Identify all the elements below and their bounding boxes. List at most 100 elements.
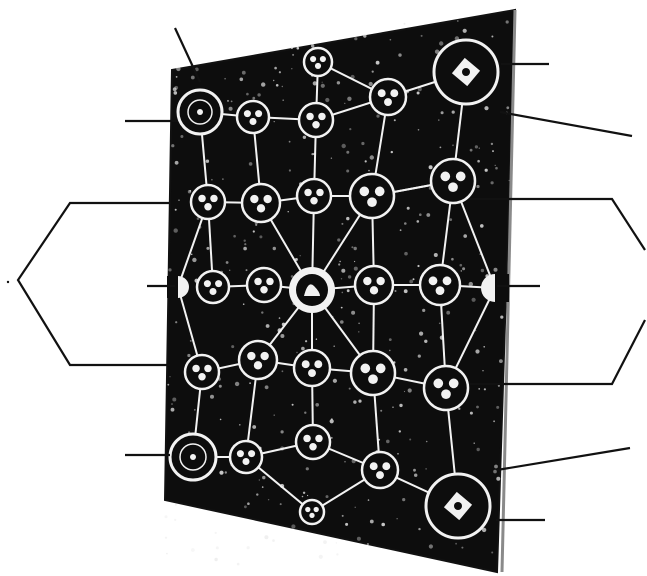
node-pip [198,195,205,202]
leader-line [500,112,632,136]
node-pip [314,507,319,512]
node-pip [382,462,390,470]
node-pip [363,277,371,285]
node-pip [318,113,325,120]
speckle [279,317,281,319]
node-tl [178,90,222,134]
node-pip [309,513,314,518]
speckle [355,507,356,508]
speckle [491,181,494,184]
node-pip [310,197,317,204]
node-a1 [237,101,269,133]
speckle [495,165,496,166]
speckle [358,400,361,403]
speckle [262,486,264,488]
node-b5 [431,159,475,203]
node-b4 [350,174,394,218]
speckle [494,465,498,469]
speckle [477,160,480,163]
speckle [191,76,195,80]
node-ring [297,179,331,213]
speckle [463,29,467,33]
node-e3 [362,452,398,488]
speckle [175,209,177,211]
speckle [434,253,438,257]
speckle [461,547,463,549]
speckle [457,20,459,22]
speckle [243,247,247,251]
speckle [192,258,196,262]
speckle [292,404,294,406]
node-ring [362,452,398,488]
node-pip [204,280,211,287]
speckle [479,148,480,149]
speckle [297,47,300,50]
speckle [380,410,382,412]
speckle [220,419,222,421]
node-dot [197,109,203,115]
node-ring [431,159,475,203]
speckle [321,84,325,88]
speckle [279,71,281,73]
speckle [323,540,327,544]
left-bracket [18,203,170,365]
speckle [414,474,417,477]
node-pip [360,364,370,374]
node-b1 [191,185,225,219]
node-pip [390,89,398,97]
node-pip [304,189,311,196]
node-pip [244,110,251,117]
speckle [291,47,293,49]
speckle [481,269,484,272]
speckle [265,385,269,389]
node-pip [237,450,244,457]
node-ring [294,350,330,386]
speckle [418,355,421,358]
node-ring [185,355,219,389]
speckle [282,370,284,372]
speckle [493,470,497,474]
node-pip [376,471,384,479]
node-pip [429,276,438,285]
speckle [470,412,473,415]
node-pip [308,369,316,377]
speckle [340,320,344,324]
speckle [346,217,349,220]
speckle [392,407,393,408]
speckle [417,220,420,223]
node-c1 [197,271,229,303]
speckle [386,440,390,444]
speckle [219,471,223,475]
node-pip [210,195,217,202]
node-pip [315,435,322,442]
node-pip [209,288,216,295]
speckle [336,553,338,555]
speckle [358,323,360,325]
speckle [187,354,190,357]
speckle [224,78,226,80]
speckle [303,492,305,494]
node-ring [197,271,229,303]
speckle [174,519,176,521]
speckle [361,142,364,145]
speckle [429,165,433,169]
speckle [446,311,450,315]
speckle [395,290,397,292]
speckle [252,97,255,100]
node-dot [454,502,462,510]
speckle [342,292,344,294]
speckle [240,78,244,82]
speckle [219,385,222,388]
node-pip [303,435,310,442]
speckle [173,87,177,91]
node-d1 [185,355,219,389]
speckle [206,160,209,163]
speckle [214,558,217,561]
node-pip [315,63,321,69]
node-pip [263,195,271,203]
node-pip [370,286,378,294]
speckle [424,340,427,343]
speckle [261,82,265,86]
node-pip [257,204,265,212]
